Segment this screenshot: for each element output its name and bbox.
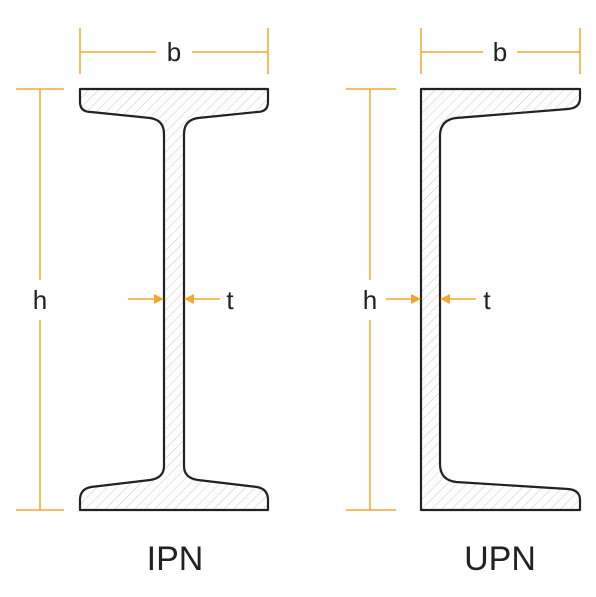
ipn-thickness-arrow-left	[154, 294, 164, 304]
upn-thickness-arrow-right	[440, 294, 450, 304]
ipn-thickness-label: t	[226, 285, 234, 315]
upn-thickness-label: t	[483, 285, 491, 315]
ipn-width-label: b	[167, 37, 181, 67]
ipn-caption: IPN	[147, 540, 204, 578]
upn-width-dimension	[420, 28, 581, 74]
ipn-thickness-dimension	[128, 294, 220, 304]
upn-profile-group: b h t UPN	[346, 28, 582, 578]
ipn-cross-section	[78, 87, 270, 512]
upn-width-label: b	[493, 37, 507, 67]
upn-height-label: h	[363, 285, 377, 315]
ipn-width-dimension	[79, 28, 269, 74]
ipn-height-dimension	[16, 88, 64, 511]
upn-height-dimension	[346, 88, 396, 511]
upn-cross-section	[419, 87, 582, 512]
upn-thickness-arrow-left	[411, 294, 421, 304]
upn-caption: UPN	[464, 540, 536, 578]
ipn-thickness-arrow-right	[184, 294, 194, 304]
ipn-height-label: h	[33, 285, 47, 315]
ipn-profile-group: b h t IPN	[16, 28, 270, 578]
upn-thickness-dimension	[386, 294, 476, 304]
